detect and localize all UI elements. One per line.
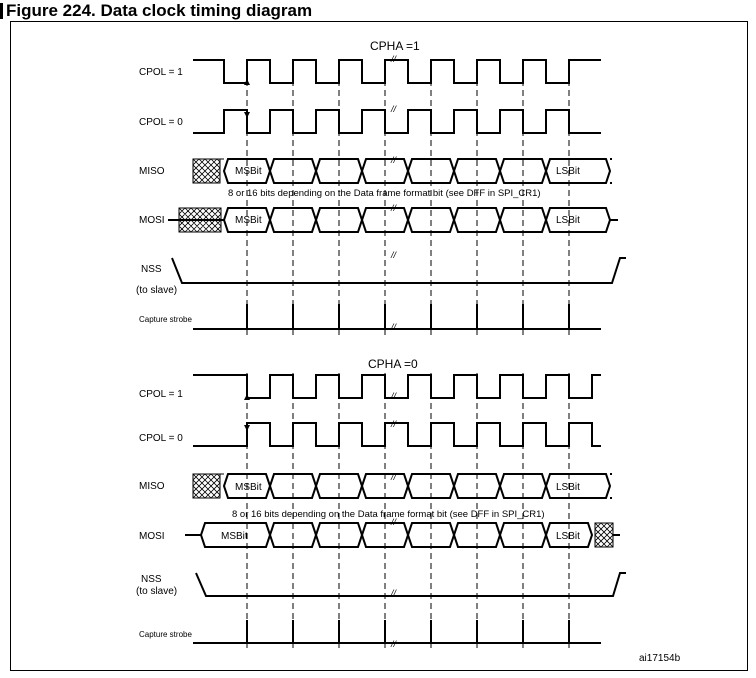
cpha0-cpol0-edge-arrow (244, 425, 250, 431)
cpha1-miso-bus (222, 158, 612, 184)
cpha0-break-mark-5: // (390, 639, 398, 649)
cpha0-break-mark-1: // (390, 419, 398, 429)
cpha1-mosi-label: MOSI (139, 215, 165, 226)
cpha1-nss-label: NSS (141, 264, 162, 275)
cpha0-mosi-label: MOSI (139, 531, 165, 542)
cpha0-miso-hatch (193, 474, 220, 498)
cpha1-miso-hatch (193, 159, 220, 183)
cpha0-mosi-bus (185, 522, 594, 548)
cpha1-break-mark-3: // (390, 203, 398, 213)
title-bar-marker (0, 3, 3, 19)
cpha0-nss-label: NSS (141, 574, 162, 585)
cpha0-miso-tail (610, 473, 612, 499)
cpha0-cpol1-wave (193, 374, 601, 399)
cpha0-miso-bus (222, 473, 612, 499)
cpha1-miso-label: MISO (139, 166, 165, 177)
cpha0-miso-msbit: MSBit (235, 482, 262, 493)
cpha1-break-mark-2: // (390, 155, 398, 165)
cpha1-cpol1-label: CPOL = 1 (139, 67, 183, 78)
cpha0-nss-sublabel: (to slave) (136, 586, 177, 597)
cpha0-heading: CPHA =0 (368, 357, 418, 371)
cpha0-miso-label: MISO (139, 481, 165, 492)
cpha1-heading: CPHA =1 (370, 39, 420, 53)
cpha0-break-mark-0: // (390, 391, 398, 401)
cpha1-mosi-msbit: MSBit (235, 215, 262, 226)
cpha0-strobe-label: Capture strobe (139, 630, 192, 639)
cpha0-break-mark-2: // (390, 472, 398, 482)
cpha1-break-mark-0: // (390, 54, 398, 64)
cpha0-frame-note: 8 or 16 bits depending on the Data frame… (232, 509, 545, 520)
cpha0-mosi-msbit: MSBit (221, 531, 248, 542)
cpha0-cpol0-wave (193, 422, 601, 447)
cpha0-miso-lsbit: LSBit (556, 482, 580, 493)
cpha1-miso-lsbit: LSBit (556, 166, 580, 177)
diagram-labels: // // // // // // // // // // // // (390, 54, 398, 649)
cpha1-mosi-lsbit: LSBit (556, 215, 580, 226)
cpha1-miso-msbit: MSBit (235, 166, 262, 177)
cpha1-cpol1-wave (193, 59, 601, 84)
signal-waveforms (168, 59, 626, 644)
cpha0-break-mark-3: // (390, 517, 398, 527)
cpha0-nss-wave (195, 572, 626, 597)
cpha1-cpol1-edge-arrow (244, 79, 250, 85)
cpha1-cpol0-label: CPOL = 0 (139, 117, 183, 128)
cpha1-break-mark-5: // (390, 322, 398, 332)
figure-ref-label: ai17154b (639, 653, 681, 664)
cpha0-cpol0-label: CPOL = 0 (139, 433, 183, 444)
cpha0-mosi-lsbit: LSBit (556, 531, 580, 542)
cpha0-cpol1-label: CPOL = 1 (139, 389, 183, 400)
cpha1-miso-tail (610, 158, 612, 184)
cpha1-nss-sublabel: (to slave) (136, 285, 177, 296)
cpha0-mosi-end-hatch (595, 523, 613, 547)
cpha1-break-mark-4: // (390, 250, 398, 260)
cpha0-cpol1-edge-arrow (244, 394, 250, 400)
figure-title: Figure 224. Data clock timing diagram (6, 1, 313, 20)
cpha0-break-mark-4: // (390, 588, 398, 598)
dashed-guides (246, 60, 570, 648)
cpha1-nss-wave (171, 257, 626, 284)
cpha1-cpol0-wave (193, 109, 601, 134)
cpha1-frame-note: 8 or 16 bits depending on the Data frame… (228, 188, 541, 199)
cpha1-strobe-label: Capture strobe (139, 315, 192, 324)
cpha1-cpol0-edge-arrow (244, 112, 250, 118)
diagram-frame (10, 21, 748, 671)
cpha1-break-mark-1: // (390, 104, 398, 114)
